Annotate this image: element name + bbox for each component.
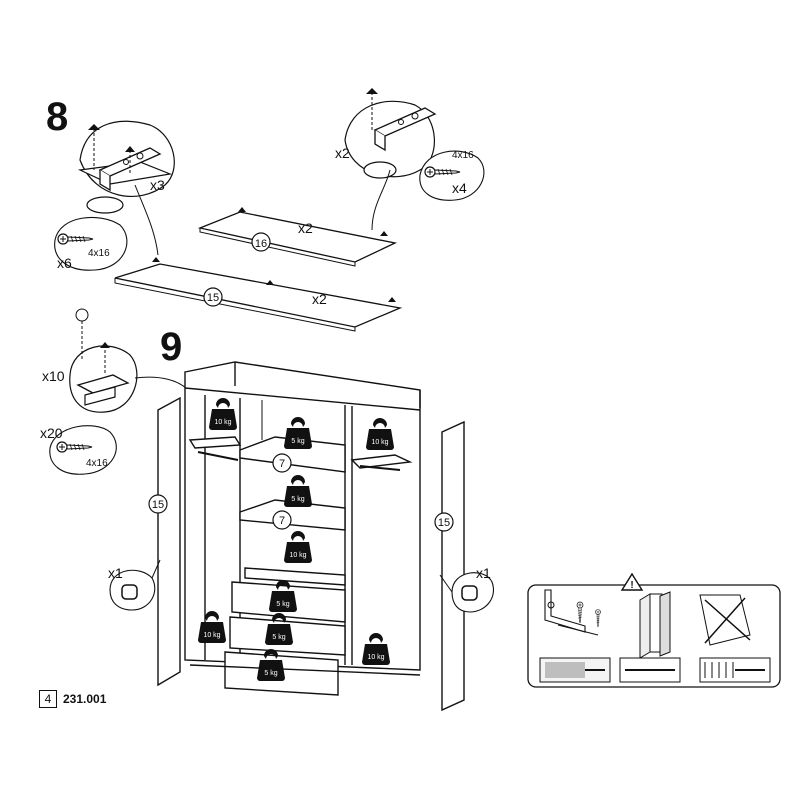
weight-icon: 5 kg <box>269 580 297 612</box>
screw-right-size: 4x16 <box>452 150 474 161</box>
weight-icon: 5 kg <box>265 613 293 645</box>
screw-qty-step9: x20 <box>40 425 63 441</box>
document-code: 231.001 <box>63 692 107 706</box>
weight-icon: 5 kg <box>257 649 285 681</box>
weight-icon: 5 kg <box>284 475 312 507</box>
hinge-detail-left <box>77 120 175 256</box>
panel-16 <box>197 207 398 267</box>
screw-callout-left <box>54 216 128 271</box>
shelf-label-circle-2 <box>272 510 292 530</box>
svg-text:5 kg: 5 kg <box>272 634 285 641</box>
hinge-detail-right <box>344 88 436 231</box>
door-left <box>109 396 181 687</box>
handle-left-qty: x1 <box>108 565 123 581</box>
svg-text:10 kg: 10 kg <box>367 654 384 661</box>
handle-right-qty: x1 <box>476 565 491 581</box>
screw-size-step9: 4x16 <box>86 458 108 469</box>
warning-icon <box>620 572 644 591</box>
panel-15 <box>114 257 403 332</box>
panel-bottom-qty: x2 <box>312 291 327 307</box>
svg-text:10 kg: 10 kg <box>214 419 231 426</box>
page-footer: 4 231.001 <box>39 689 106 709</box>
weight-markers: 10 kg 5 kg 10 kg 5 kg 10 kg 5 kg 5 kg 5 … <box>198 398 394 681</box>
panel-top-id: 16 <box>255 238 267 250</box>
step-number-8: 8 <box>46 95 69 139</box>
svg-text:!: ! <box>630 580 633 591</box>
panel-top-qty: x2 <box>298 220 313 236</box>
step-number-9: 9 <box>160 325 183 369</box>
shelf-label-circle-1 <box>272 453 292 473</box>
right-door-id: 15 <box>438 517 450 529</box>
door-right <box>434 420 494 712</box>
screw-left-size: 4x16 <box>88 248 110 259</box>
svg-text:10 kg: 10 kg <box>289 552 306 559</box>
hinge-left-qty: x3 <box>150 177 165 193</box>
weight-icon: 10 kg <box>198 611 226 643</box>
svg-text:5 kg: 5 kg <box>264 670 277 677</box>
screw-callout-step9 <box>49 425 117 475</box>
svg-text:10 kg: 10 kg <box>203 632 220 639</box>
hinge-right-qty: x2 <box>335 145 350 161</box>
screw-right-qty: x4 <box>452 180 467 196</box>
wall-fixing-info-box: ! <box>527 572 781 688</box>
weight-icon: 10 kg <box>284 531 312 563</box>
screw-left-qty: x6 <box>57 255 72 271</box>
svg-text:5 kg: 5 kg <box>276 601 289 608</box>
hinge-qty-step9: x10 <box>42 368 65 384</box>
panel-bottom-id: 15 <box>207 292 219 304</box>
left-door-id: 15 <box>152 499 164 511</box>
wardrobe-carcass <box>184 361 421 696</box>
weight-icon: 10 kg <box>366 418 394 450</box>
svg-text:10 kg: 10 kg <box>371 439 388 446</box>
weight-icon: 10 kg <box>362 633 390 665</box>
shelf-id-2: 7 <box>279 515 285 527</box>
page-number: 4 <box>39 690 57 708</box>
screw-callout-right <box>419 150 485 201</box>
weight-icon: 10 kg <box>209 398 237 430</box>
weight-icon: 5 kg <box>284 417 312 449</box>
svg-text:5 kg: 5 kg <box>291 496 304 503</box>
shelf-id-1: 7 <box>279 458 285 470</box>
svg-text:5 kg: 5 kg <box>291 438 304 445</box>
